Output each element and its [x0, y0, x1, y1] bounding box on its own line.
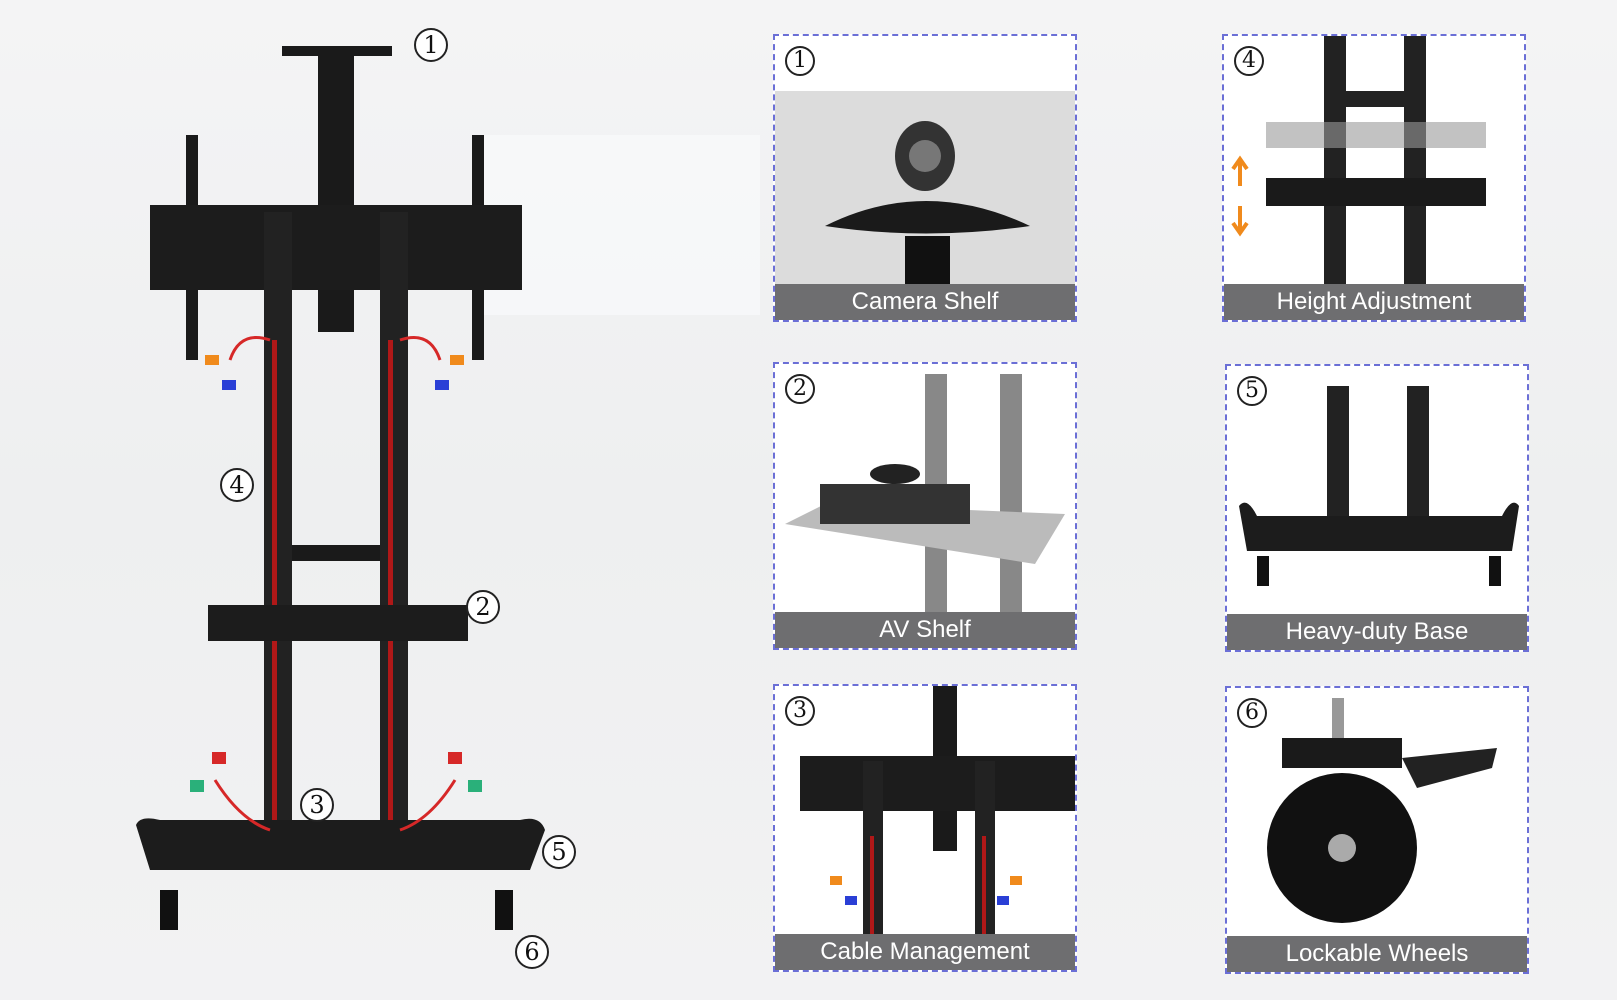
- panel-label: Height Adjustment: [1224, 284, 1524, 320]
- background-window: [480, 135, 760, 315]
- panel-number: 3: [785, 696, 815, 726]
- panel-number: 4: [1234, 46, 1264, 76]
- panel-label: Cable Management: [775, 934, 1075, 970]
- callout-6: 6: [515, 935, 549, 969]
- panel-number: 1: [785, 46, 815, 76]
- panel-camera-shelf: 1 Camera Shelf: [773, 34, 1077, 322]
- panel-height-adjustment: 4 Height Adjustment: [1222, 34, 1526, 322]
- panel-number: 5: [1237, 376, 1267, 406]
- callout-5: 5: [542, 835, 576, 869]
- panel-label: Camera Shelf: [775, 284, 1075, 320]
- callout-1: 1: [414, 28, 448, 62]
- panel-label: Lockable Wheels: [1227, 936, 1527, 972]
- panel-cable-management: 3 Cable Management: [773, 684, 1077, 972]
- panel-number: 6: [1237, 698, 1267, 728]
- callout-3: 3: [300, 788, 334, 822]
- panel-lockable-wheels: 6 Lockable Wheels: [1225, 686, 1529, 974]
- panel-label: AV Shelf: [775, 612, 1075, 648]
- tv-cart-illustration: [136, 46, 545, 930]
- panel-number: 2: [785, 374, 815, 404]
- panel-label: Heavy-duty Base: [1227, 614, 1527, 650]
- callout-4: 4: [220, 468, 254, 502]
- panel-av-shelf: 2 AV Shelf: [773, 362, 1077, 650]
- callout-2: 2: [466, 590, 500, 624]
- panel-heavy-duty-base: 5 Heavy-duty Base: [1225, 364, 1529, 652]
